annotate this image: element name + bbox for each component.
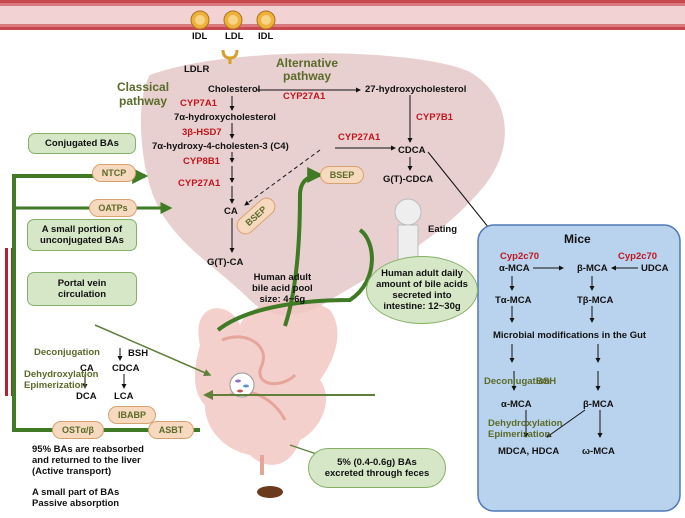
mice-cyp2c70-right-label: Cyp2c70 (618, 251, 658, 262)
eating-label: Eating (428, 224, 458, 235)
gut-cdca-label: CDCA (112, 363, 140, 374)
mice-bsh-label: BSH (536, 376, 557, 387)
mice-omega-mca-label: ω-MCA (582, 446, 615, 457)
cdca-label: CDCA (398, 145, 426, 156)
gtcdca-label: G(T)-CDCA (383, 174, 434, 185)
alpha-hydroxycholesterol-label: 7α-hydroxycholesterol (174, 112, 276, 123)
head-icon (394, 198, 422, 261)
gut-ca-label: CA (80, 363, 94, 374)
mice-title: Mice (564, 232, 591, 246)
bsep-upper-transporter: BSEP (320, 166, 364, 184)
alt-cyp27a1-top-label: CYP27A1 (283, 91, 326, 102)
mice-cyp2c70-left-label: Cyp2c70 (500, 251, 540, 262)
mice-deconjugation-label: Deconjugation (484, 376, 550, 387)
ldlr-label: LDLR (184, 64, 210, 75)
hydroxy27-label: 27-hydroxycholesterol (365, 84, 467, 95)
gut-dca-label: DCA (76, 391, 97, 402)
ntcp-transporter: NTCP (92, 164, 136, 182)
gut-deconjugation-label: Deconjugation (34, 347, 100, 358)
lipoprotein-icons (190, 10, 276, 30)
feces-icon (257, 486, 283, 498)
mice-alpha-mca-label: α-MCA (499, 263, 530, 274)
classical-cyp27a1-label: CYP27A1 (178, 178, 221, 189)
cyp7b1-label: CYP7B1 (416, 112, 453, 123)
mice-panel (477, 224, 681, 512)
cholesterol-label: Cholesterol (208, 84, 261, 95)
c4-label: 7α-hydroxy-4-cholesten-3 (C4) (152, 141, 289, 152)
blood-vessel (0, 0, 685, 30)
idl-left-label: IDL (192, 31, 208, 42)
gut-lca-label: LCA (114, 391, 134, 402)
bsep-secretion-arrow (283, 167, 324, 327)
intestine-secretion-arrow (216, 228, 374, 332)
mice-t-beta-mca-label: Tβ-MCA (577, 295, 614, 306)
mice-t-alpha-mca-label: Tα-MCA (495, 295, 532, 306)
cyp7a1-label: CYP7A1 (180, 98, 217, 109)
ca-label: CA (224, 206, 238, 217)
asbt-transporter: ASBT (148, 421, 194, 439)
alt-cyp27a1-mid-label: CYP27A1 (338, 132, 381, 143)
intestine-shape (195, 299, 338, 475)
gtca-label: G(T)-CA (207, 257, 244, 268)
ost-transporter: OSTα/β (52, 421, 104, 439)
mice-mdca-hdca-label: MDCA, HDCA (498, 446, 560, 457)
conjugated-bas-box: Conjugated BAs (28, 133, 136, 154)
ldlr-receptor-icon (221, 49, 239, 64)
mice-alpha-mca2-label: α-MCA (501, 399, 532, 410)
ibabp-transporter: IBABP (108, 406, 156, 424)
gut-conversion-arrows (82, 348, 127, 389)
enterohepatic-return-arrow (12, 168, 200, 432)
cyp8b1-label: CYP8B1 (183, 156, 220, 167)
oatps-transporter: OATPs (89, 199, 137, 217)
mice-udca-label: UDCA (641, 263, 669, 274)
mice-beta-mca2-label: β-MCA (583, 399, 614, 410)
portal-to-gut-arrow (94, 324, 212, 377)
gut-microbe-icon (229, 372, 255, 398)
hsd-label: 3β-HSD7 (182, 127, 222, 138)
idl-right-label: IDL (258, 31, 274, 42)
mice-microbial-label: Microbial modifications in the Gut (493, 330, 647, 341)
gut-bsh-label: BSH (128, 348, 149, 359)
mice-pathway-arrows (509, 265, 638, 438)
ldl-label: LDL (225, 31, 244, 42)
mice-beta-mca-label: β-MCA (577, 263, 608, 274)
